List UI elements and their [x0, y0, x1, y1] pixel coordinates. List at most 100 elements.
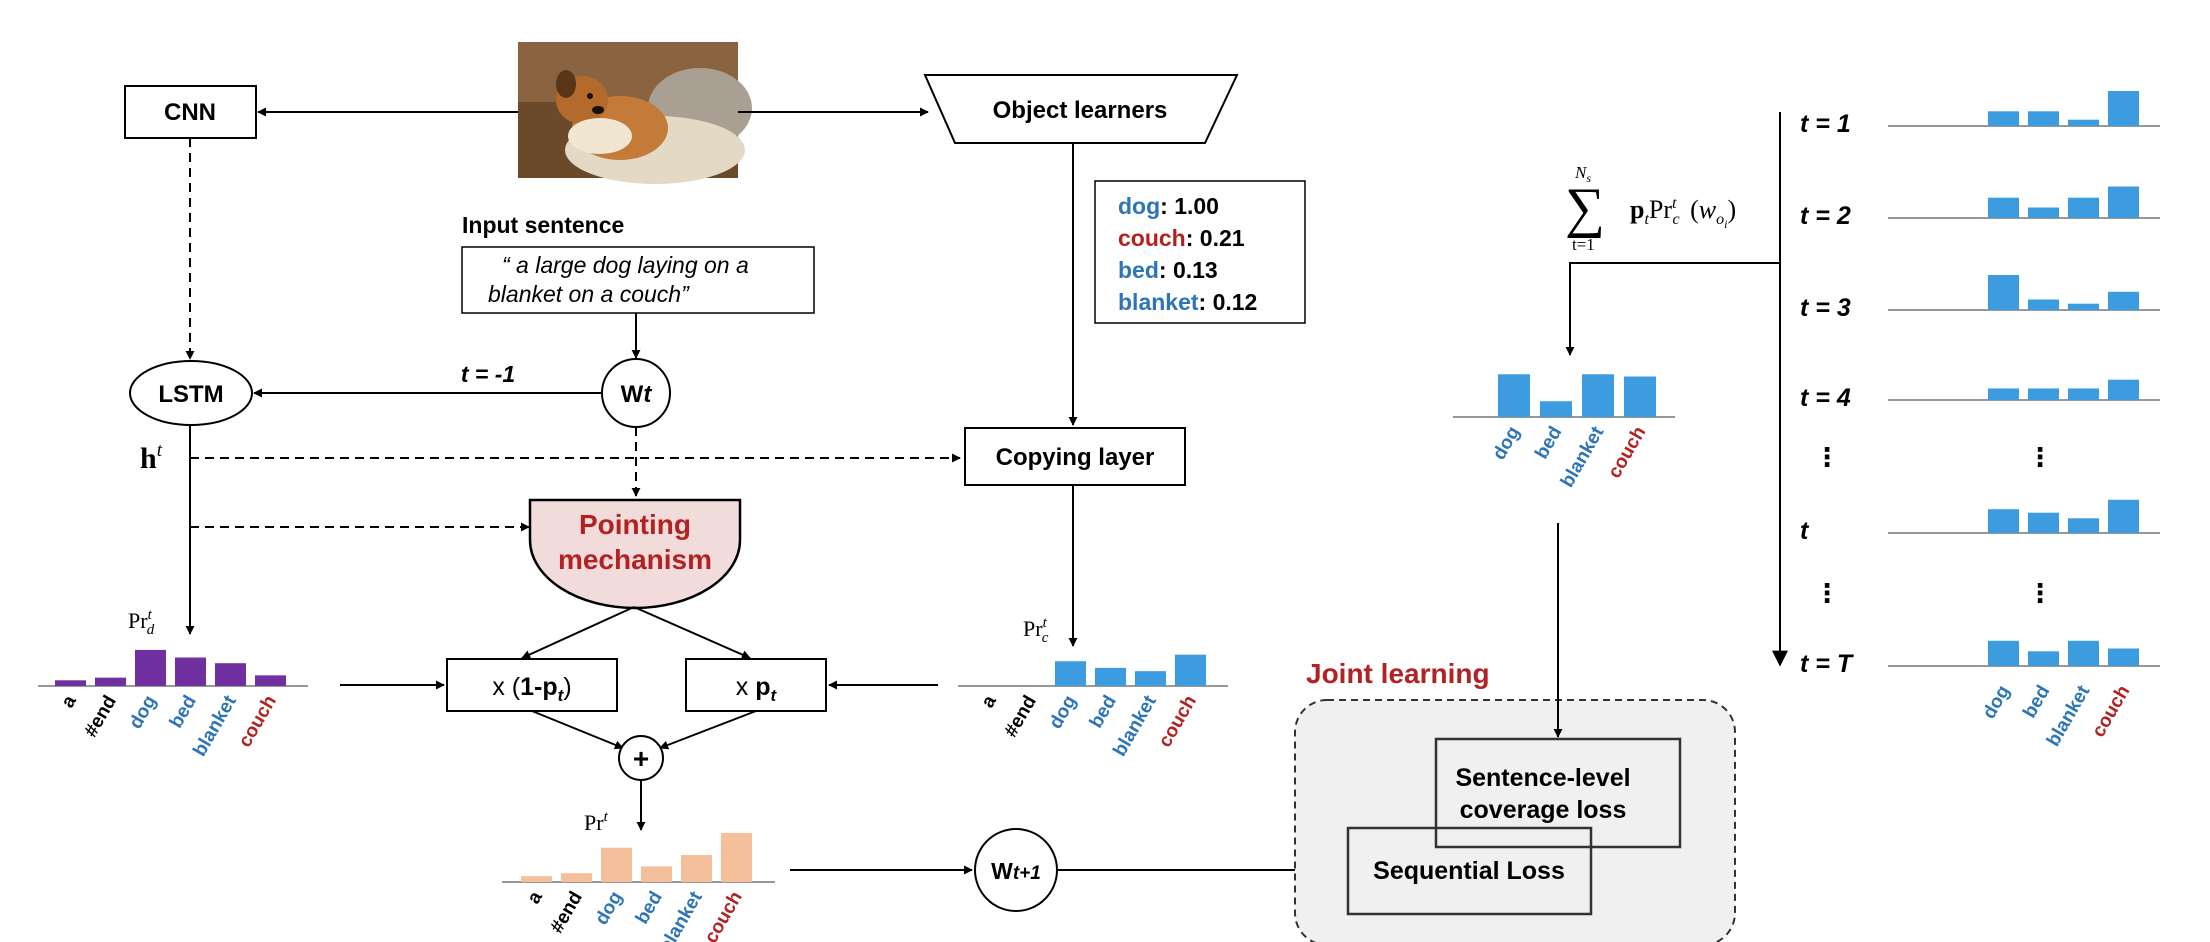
chart-prd-label-dog: dog: [125, 692, 161, 733]
object-scores-box: [1094, 180, 1306, 324]
timeline-label-couch: couch: [2088, 682, 2134, 741]
dog-photo: [518, 42, 752, 184]
time-step-bar: [2028, 111, 2059, 126]
joint-learning-title: Joint learning: [1306, 658, 1490, 689]
arrow-pointing-to-right-mult: [633, 606, 751, 659]
chart-prc-bar-blanket: [1135, 671, 1166, 686]
time-step-bar: [2108, 186, 2139, 218]
chart-coverage-bar-couch: [1624, 376, 1656, 417]
mult-one-minus-pt-box: [446, 658, 618, 712]
time-step-bar: [2108, 91, 2139, 126]
object-score-couch: couch: 0.21: [1118, 225, 1245, 251]
chart-prc-label-couch: couch: [1155, 692, 1201, 751]
chart-prc-label-#end: #end: [1000, 692, 1040, 741]
time-step-bar: [2028, 512, 2059, 533]
time-step-bar: [2028, 388, 2059, 400]
sentence-coverage-loss-box: [1434, 737, 1682, 849]
wt-label: Wt: [621, 381, 653, 408]
chart-pr-bar-#end: [561, 873, 592, 882]
chart-prd-bar-couch: [255, 675, 286, 686]
time-step-bar: [2108, 379, 2139, 400]
time-step-bar: [2028, 651, 2059, 666]
time-step-label: t = 4: [1800, 384, 1851, 412]
time-step-bar: [1988, 640, 2019, 666]
chart-prc-label-dog: dog: [1045, 692, 1081, 733]
chart-prd-label-a: a: [57, 692, 81, 712]
time-step-bar: [2068, 640, 2099, 666]
timeline-label-bed: bed: [2019, 682, 2054, 722]
ellipsis-glyph: ⋮: [1814, 579, 1840, 609]
pr-label: Prt: [584, 809, 609, 835]
ht-label: ht: [140, 440, 163, 475]
joint-learning-region: [1294, 699, 1736, 942]
time-step-bar: [2108, 499, 2139, 533]
chart-prd-bar-blanket: [215, 663, 246, 686]
mult-one-minus-pt-label: x (1-pt): [492, 673, 571, 705]
time-step-bar: [2108, 648, 2139, 666]
chart-prd-bar-a: [55, 680, 86, 686]
time-step-bar: [2108, 291, 2139, 310]
chart-coverage-bar-dog: [1498, 374, 1530, 417]
pointing-mechanism-line1: Pointing: [579, 509, 691, 540]
arrow-left-mult-to-plus: [531, 710, 624, 750]
time-step-bar: [2068, 197, 2099, 218]
sum-lower-limit: t=1: [1572, 235, 1595, 254]
chart-coverage-label-dog: dog: [1489, 423, 1525, 464]
time-step-bar: [2068, 303, 2099, 310]
chart-prc-label-bed: bed: [1086, 692, 1121, 732]
time-step-label: t = 3: [1800, 294, 1851, 322]
chart-pr-label-couch: couch: [701, 888, 747, 942]
time-step-bar: [2068, 388, 2099, 400]
object-score-dog: dog: 1.00: [1118, 193, 1219, 219]
cnn-box: [124, 85, 257, 139]
chart-coverage-bar-bed: [1540, 401, 1572, 417]
arrow-pointing-to-left-mult: [521, 606, 635, 659]
chart-pr-label-#end: #end: [546, 888, 586, 937]
plus-label: +: [633, 743, 649, 774]
time-step-bar: [1988, 388, 2019, 400]
wt1-label: Wt+1: [991, 858, 1041, 884]
chart-pr-bar-dog: [601, 847, 632, 882]
chart-prd-bar-dog: [135, 649, 166, 686]
timeline-label-dog: dog: [1979, 682, 2015, 723]
arrow-sum-to-coverage: [1565, 262, 1780, 356]
chart-coverage-label-couch: couch: [1604, 423, 1650, 482]
sentence-coverage-loss-line1: Sentence-level: [1455, 764, 1630, 792]
input-sentence-box: [461, 246, 815, 314]
chart-prd-label-#end: #end: [80, 692, 120, 741]
input-sentence-line2: blanket on a couch”: [488, 281, 690, 307]
copying-layer-label: Copying layer: [996, 444, 1155, 471]
chart-prc-bar-dog: [1055, 661, 1086, 686]
mult-pt-box: [685, 658, 827, 712]
sentence-coverage-loss-line2: coverage loss: [1460, 796, 1627, 824]
chart-pr-label-a: a: [523, 888, 547, 908]
ellipsis-glyph: ⋮: [1814, 443, 1840, 473]
chart-pr-bar-bed: [641, 866, 672, 882]
ellipsis-glyph: ⋮: [2027, 443, 2053, 473]
object-score-blanket: blanket: 0.12: [1118, 289, 1257, 315]
object-learners-label: Object learners: [993, 97, 1168, 124]
time-step-bar: [1988, 111, 2019, 126]
time-step-bar: [1988, 197, 2019, 218]
time-step-bar: [2028, 207, 2059, 218]
sequential-loss-label: Sequential Loss: [1373, 857, 1565, 885]
chart-prd-label-couch: couch: [235, 692, 281, 751]
object-learners-box: [923, 74, 1239, 144]
sum-sigma: ∑: [1565, 177, 1605, 239]
chart-pr-bar-couch: [721, 833, 752, 882]
chart-pr-label-bed: bed: [632, 888, 667, 928]
time-step-label: t = 2: [1800, 202, 1851, 230]
chart-coverage-label-bed: bed: [1531, 423, 1566, 463]
chart-prc-bar-bed: [1095, 667, 1126, 686]
lstm-label: LSTM: [158, 381, 223, 408]
